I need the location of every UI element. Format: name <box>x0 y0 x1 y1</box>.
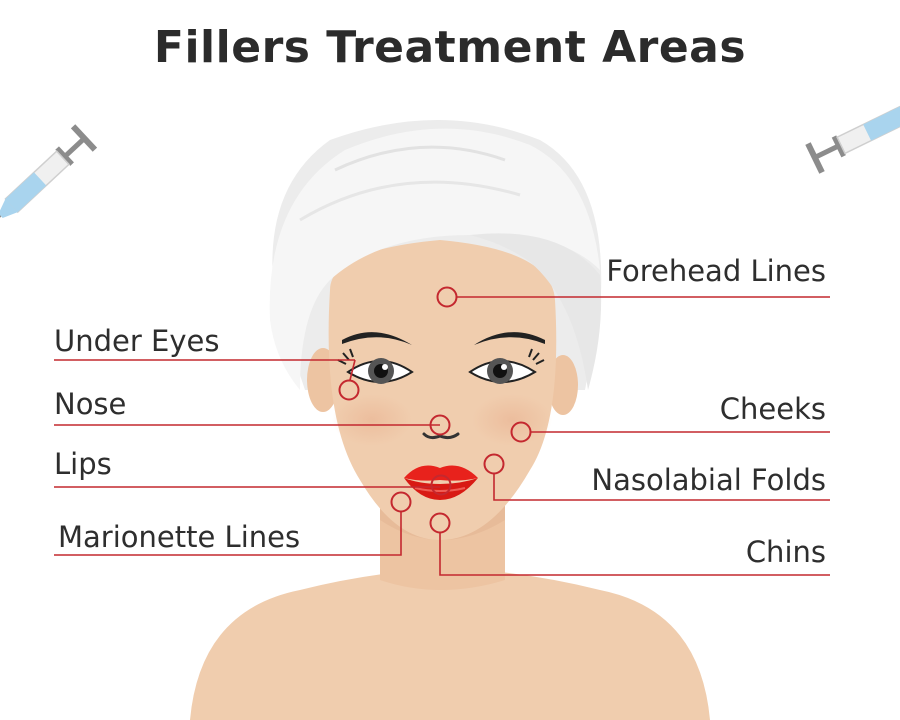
label-nasolabial-folds: Nasolabial Folds <box>591 463 826 497</box>
marker-cheeks <box>510 421 532 443</box>
label-lips: Lips <box>54 447 112 481</box>
eye-left <box>337 348 414 384</box>
marker-forehead <box>436 286 458 308</box>
marker-marionette <box>390 491 412 513</box>
shoulders <box>190 570 710 720</box>
label-chins: Chins <box>745 535 826 569</box>
marker-nasolabial <box>483 453 505 475</box>
leader-line-chins <box>439 532 830 576</box>
marker-nose <box>429 414 451 436</box>
label-cheeks: Cheeks <box>719 392 826 426</box>
face <box>328 240 557 540</box>
syringe-icon-left <box>0 124 98 248</box>
area-markers <box>338 286 532 534</box>
ear-right <box>548 355 578 415</box>
label-under-eyes: Under Eyes <box>54 324 220 358</box>
nose <box>422 432 460 440</box>
label-forehead-lines: Forehead Lines <box>606 254 826 288</box>
syringe-icon-right <box>805 105 900 174</box>
marker-chins <box>429 512 451 534</box>
diagram-title: Fillers Treatment Areas <box>153 22 747 73</box>
leader-line-nasolabial <box>493 473 830 501</box>
label-nose: Nose <box>54 387 127 421</box>
leader-lines <box>54 296 830 576</box>
label-marionette-lines: Marionette Lines <box>58 520 301 554</box>
lips <box>404 465 478 500</box>
eyebrow-left <box>342 332 412 345</box>
marker-lips <box>430 474 452 496</box>
eye-right <box>468 348 545 384</box>
leader-line-marionette <box>54 511 402 556</box>
eyebrow-right <box>474 332 545 345</box>
marker-under-eyes <box>338 379 360 401</box>
